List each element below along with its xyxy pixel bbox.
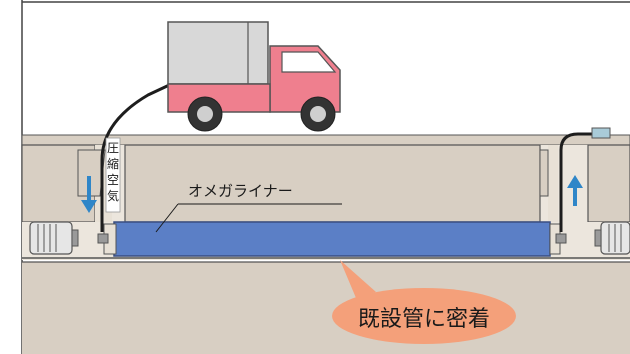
compressed-air-char: 圧 [107, 141, 119, 155]
callout-bubble: 既設管に密着 [332, 260, 516, 344]
arrow-up-icon [567, 175, 583, 206]
liner-name-text: オメガライナー [188, 182, 293, 200]
right-manhole [539, 149, 549, 197]
air-hose-right [559, 127, 611, 232]
compressed-air-char: 縮 [107, 156, 119, 171]
compressed-air-char: 空 [107, 173, 119, 187]
left-manhole [77, 149, 106, 197]
end-plug-icon [29, 221, 79, 255]
liner-name-label: オメガライナー [155, 182, 342, 233]
air-hose-left [100, 78, 181, 232]
end-plug-icon [594, 221, 630, 255]
callout-text: 既設管に密着 [358, 307, 490, 332]
arrow-down-icon [81, 176, 97, 213]
compressed-air-char: 気 [107, 188, 119, 203]
compressed-air-label: 圧 縮 空 気 [105, 137, 121, 213]
omega-liner [97, 221, 567, 257]
truck-icon [167, 21, 341, 132]
